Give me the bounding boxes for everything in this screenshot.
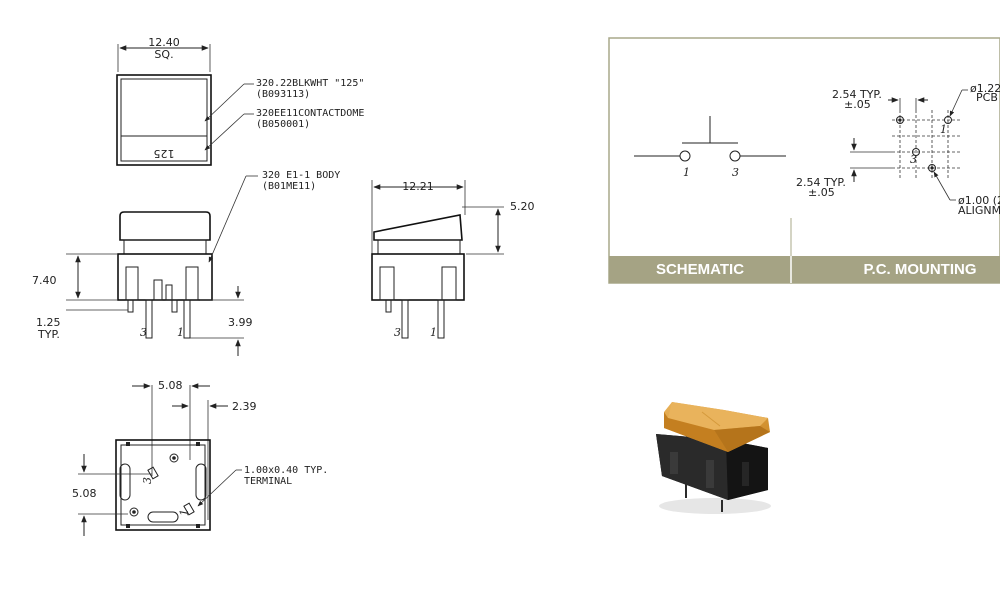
top-width-note: SQ. [154,48,173,61]
cap-legend-text: 125 [154,147,175,160]
bottom-offset-dim: 2.39 [232,400,257,413]
front-pin-1: 1 [177,326,184,339]
schematic-pin-3: 3 [732,166,739,179]
side-pin-1: 1 [430,326,437,339]
callout-dome-code: (B050001) [256,119,310,130]
schematic-pin-1: 1 [683,166,690,179]
side-body [371,253,465,301]
callout-dome: 320EE11CONTACTDOME [256,108,364,119]
pitch-v-dim: 2.54 TYP. [796,176,846,189]
side-pin-3: 3 [394,326,401,339]
front-view: 3 1 320 E1-1 BODY (B01ME11) 7.40 1.25 TY… [32,170,340,356]
bottom-pin-1: 1 [178,509,191,516]
side-cap-dim: 5.20 [510,200,535,213]
front-cap [119,211,211,241]
pitch-v-tol: ±.05 [808,186,835,199]
schematic-mounting-panel: SCHEMATIC P.C. MOUNTING 1 3 [608,37,1000,284]
product-photo [656,402,771,514]
callout-body: 320 E1-1 BODY [262,170,340,181]
mount-pin-3: 3 [910,153,917,166]
front-height-dim: 7.40 [32,274,57,287]
front-pin-dim-note: TYP. [37,328,60,341]
bottom-pitch-y-dim: 5.08 [72,487,97,500]
bottom-view: 5.08 2.39 3 1 5.08 1.00x0.40 TYP. TERMIN… [72,379,328,536]
pitch-h-dim: 2.54 TYP. [832,88,882,101]
panel-band [609,256,1000,283]
bottom-view-outline [115,439,211,531]
hole-small-note: ALIGNME [958,204,1000,217]
front-pin-3: 3 [140,326,147,339]
bottom-pin-3: 3 [141,477,154,484]
front-pin-dim: 1.25 [36,316,61,329]
top-view-outline [116,74,212,166]
bottom-pitch-x-dim: 5.08 [158,379,183,392]
front-body [117,253,213,301]
pc-mounting-pattern: 1 3 [892,110,960,178]
callout-body-code: (B01ME11) [262,181,316,192]
callout-cap-code: (B093113) [256,89,310,100]
mounting-label: P.C. MOUNTING [863,261,976,278]
callout-terminal-note: TERMINAL [244,476,292,487]
panel-frame [608,37,1000,284]
side-cap [373,214,463,241]
mount-pin-1: 1 [940,123,947,136]
side-width-dim: 12.21 [402,180,434,193]
switch-symbol: 1 3 [634,116,786,179]
callout-terminal: 1.00x0.40 TYP. [244,465,328,476]
hole-small-dim: ø1.00 (2 [958,194,1000,207]
top-view: 12.40 SQ. 125 320.22BLKWHT "125" (B09311… [116,36,364,166]
side-view: 12.21 3 1 5.20 [371,180,535,339]
top-width-dim: 12.40 [148,36,180,49]
schematic-label: SCHEMATIC [656,261,744,278]
pitch-h-tol: ±.05 [844,98,871,111]
hole-large-note: PCB [976,91,998,104]
callout-cap: 320.22BLKWHT "125" [256,78,364,89]
front-pin-length-dim: 3.99 [228,316,253,329]
hole-large-dim: ø1.22 [970,82,1000,95]
